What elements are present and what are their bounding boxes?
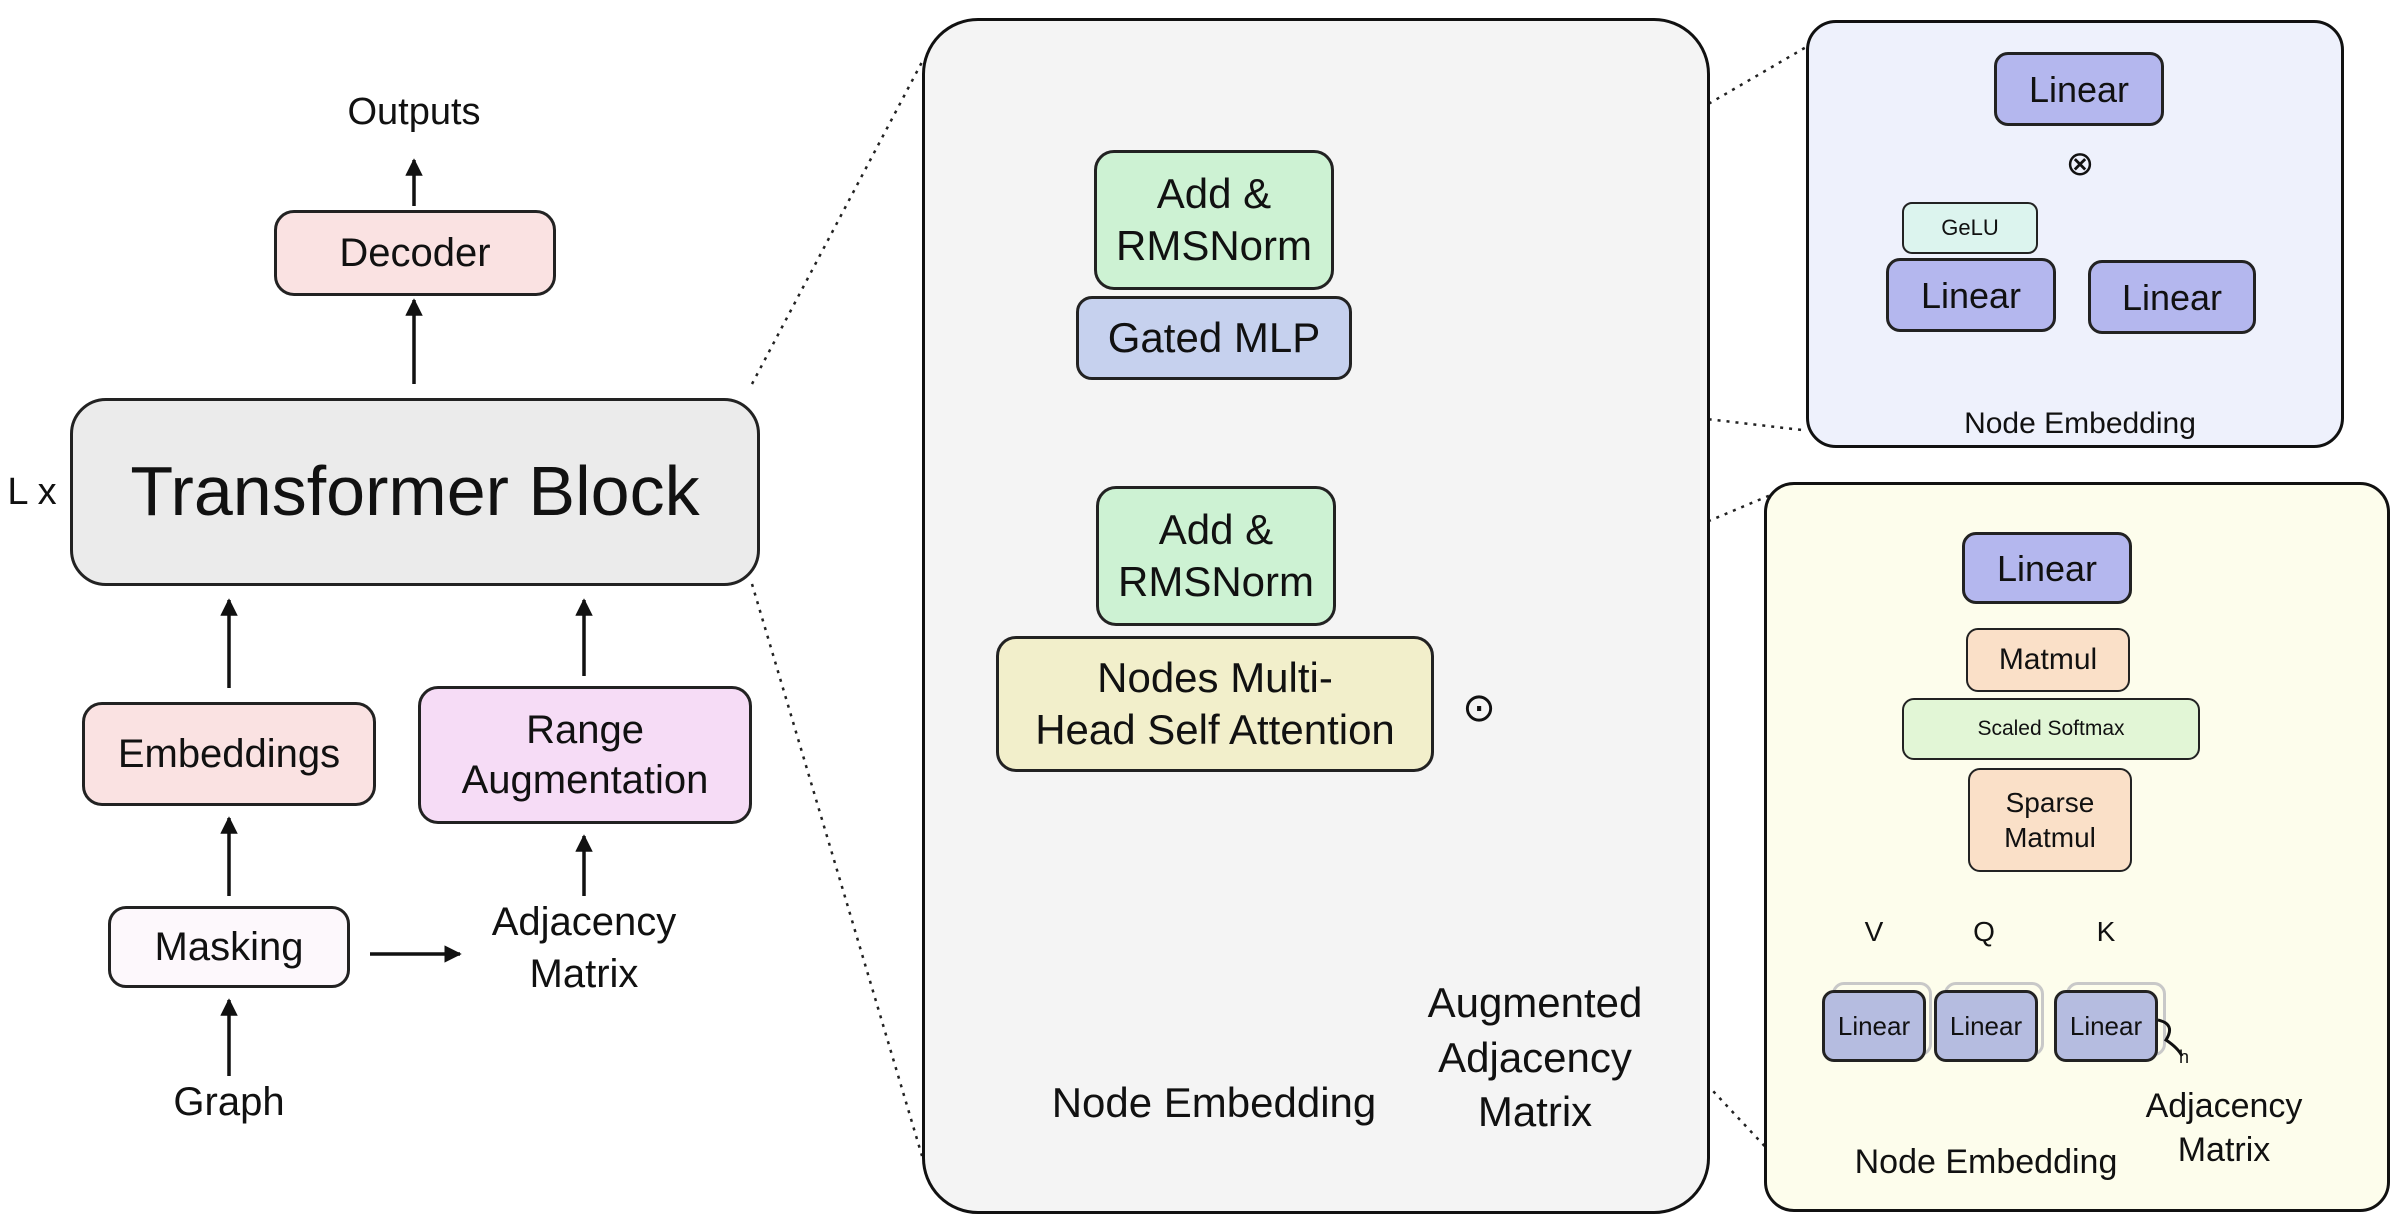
attention-box: Nodes Multi- Head Self Attention (996, 636, 1434, 772)
graph-label: Graph (173, 1080, 285, 1124)
outputs-label: Outputs (347, 91, 481, 133)
repeat-label: L x (7, 471, 57, 513)
att-adjacency-matrix-label: Adjacency Matrix (2145, 1087, 2303, 1170)
linear-q-box: Linear (1934, 990, 2038, 1062)
node-embedding-label: Node Embedding (1051, 1079, 1377, 1126)
augmented-adjacency-label: Augmented Adjacency Matrix (1427, 979, 1643, 1136)
gelu-box: GeLU (1902, 202, 2038, 254)
heads-brace-icon (2157, 1018, 2184, 1057)
v-label: V (1864, 916, 1884, 947)
gated-mlp-box: Gated MLP (1076, 296, 1352, 380)
transformer-block-box: Transformer Block (70, 398, 760, 586)
heads-label: h (2178, 1047, 2189, 1067)
range-augmentation-box: Range Augmentation (418, 686, 752, 824)
mlp-node-embedding-label: Node Embedding (1964, 407, 2196, 440)
mlp-linear-top-box: Linear (1994, 52, 2164, 126)
linear-v-box: Linear (1822, 990, 1926, 1062)
matmul-box: Matmul (1966, 628, 2130, 692)
scaled-softmax-box: Scaled Softmax (1902, 698, 2200, 760)
mlp-linear-left-box: Linear (1886, 258, 2056, 332)
adjacency-matrix-label: Adjacency Matrix (491, 900, 677, 996)
sparse-matmul-box: Sparse Matmul (1968, 768, 2132, 872)
multiply-icon: ⊗ (2065, 145, 2095, 183)
masking-box: Masking (108, 906, 350, 988)
att-node-embedding-label: Node Embedding (1854, 1143, 2118, 1181)
embeddings-box: Embeddings (82, 702, 376, 806)
linear-k-box: Linear (2054, 990, 2158, 1062)
att-linear-top-box: Linear (1962, 532, 2132, 604)
mlp-linear-right-box: Linear (2088, 260, 2256, 334)
add-norm-bottom-box: Add & RMSNorm (1096, 486, 1336, 626)
add-norm-top-box: Add & RMSNorm (1094, 150, 1334, 290)
k-label: K (2096, 916, 2116, 947)
decoder-box: Decoder (274, 210, 556, 296)
q-label: Q (1973, 916, 1995, 947)
hadamard-icon: ⊙ (1462, 686, 1496, 730)
